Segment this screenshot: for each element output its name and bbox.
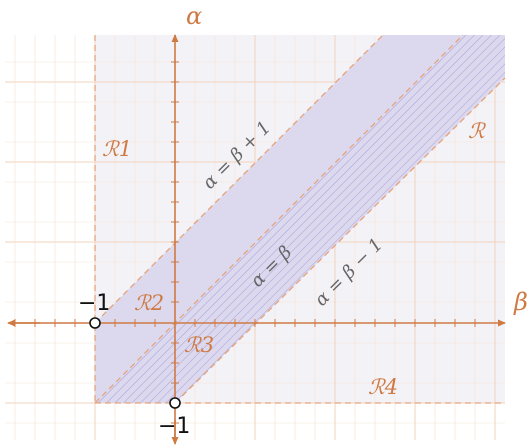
beta-axis-ticks (14, 319, 476, 327)
region-band-hatched (95, 35, 505, 403)
point-beta-minus-1 (89, 317, 101, 329)
region-label-r1: ℛ1 (102, 137, 132, 161)
region-label-r: ℛ (468, 119, 486, 143)
alpha-axis-ticks (171, 61, 179, 424)
line-alpha-beta (94, 34, 464, 404)
beta-axis-label: β (513, 288, 528, 316)
region-label-r2: ℛ2 (134, 291, 164, 315)
point-label-beta-minus-1: −1 (78, 291, 110, 316)
alpha-axis-label: α (186, 2, 202, 30)
region-label-r4: ℛ4 (368, 375, 398, 399)
line-alpha-beta-minus-1 (174, 77, 506, 404)
point-label-alpha-minus-1: −1 (158, 414, 190, 439)
point-alpha-minus-1 (169, 397, 181, 409)
region-label-r3: ℛ3 (184, 333, 214, 357)
dashed-boundaries (94, 34, 506, 404)
line-alpha-beta-plus-1 (94, 34, 384, 324)
